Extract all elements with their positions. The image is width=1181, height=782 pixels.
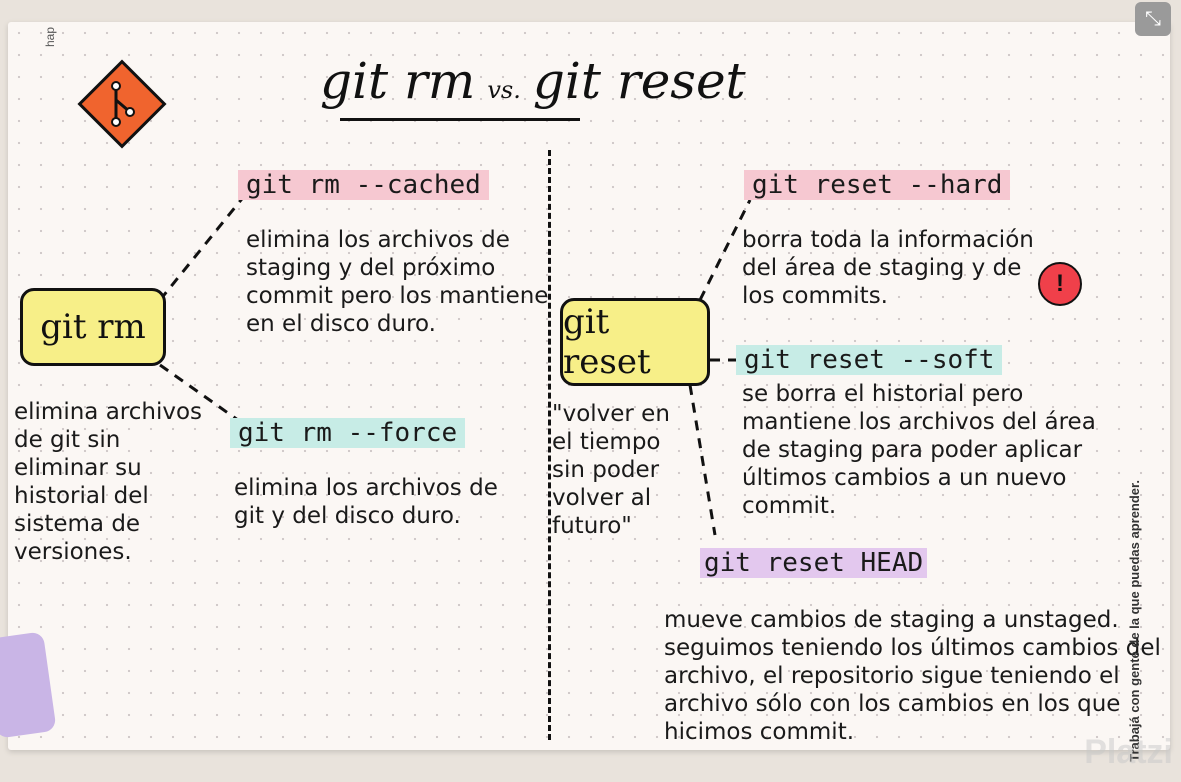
git-rm-force-command: git rm --force [230, 418, 466, 448]
git-reset-box: git reset [560, 298, 710, 386]
git-rm-force-label: git rm --force [230, 418, 466, 448]
notebook-page [8, 22, 1170, 750]
title-right: git reset [532, 52, 746, 110]
git-rm-box: git rm [20, 288, 166, 366]
warning-icon: ! [1038, 262, 1082, 306]
git-reset-soft-command: git reset --soft [736, 345, 1003, 375]
git-reset-description: "volver en el tiempo sin poder volver al… [552, 401, 670, 539]
git-rm-cached-label: git rm --cached [238, 170, 489, 200]
title-underline [340, 118, 580, 121]
platzi-watermark: Platzi [1084, 733, 1173, 771]
center-divider [548, 150, 551, 740]
collapse-icon[interactable]: ⤡ [1135, 2, 1171, 36]
title-left: git rm [320, 52, 476, 110]
git-rm-cached-description: elimina los archivos de staging y del pr… [246, 227, 549, 337]
page-title: git rm vs. git reset [320, 52, 746, 110]
git-rm-box-label: git rm [40, 307, 146, 347]
git-rm-force-description: elimina los archivos de git y del disco … [234, 475, 498, 529]
git-reset-hard-command: git reset --hard [744, 170, 1011, 200]
git-reset-head-command: git reset HEAD [700, 548, 928, 578]
git-reset-box-label: git reset [563, 302, 651, 382]
side-caption: Trabajá con gente de la que puedas apren… [1127, 480, 1142, 762]
git-reset-hard-description: borra toda la información del área de st… [742, 227, 1034, 309]
git-rm-cached-command: git rm --cached [238, 170, 489, 200]
title-vs: vs. [487, 76, 521, 104]
git-reset-head-description: mueve cambios de staging a unstaged. seg… [664, 607, 1161, 745]
git-logo-icon [77, 59, 167, 149]
git-reset-head-label: git reset HEAD [700, 548, 928, 578]
git-reset-hard-label: git reset --hard [744, 170, 1011, 200]
git-rm-description: elimina archivos de git sin eliminar su … [14, 399, 203, 565]
git-reset-soft-label: git reset --soft [736, 345, 1003, 375]
git-reset-soft-description: se borra el historial pero mantiene los … [742, 381, 1096, 519]
